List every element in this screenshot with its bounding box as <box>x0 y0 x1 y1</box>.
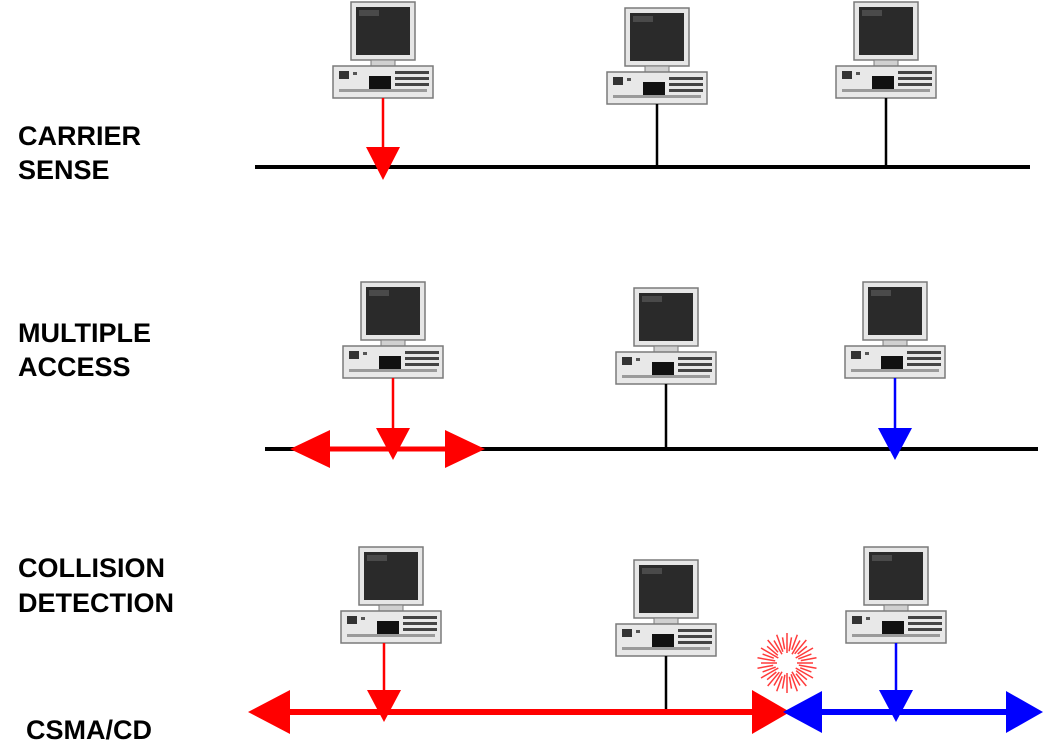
collision-burst-icon <box>757 633 817 693</box>
blue-arrowhead <box>878 428 912 460</box>
burst-ray <box>794 639 807 655</box>
burst-ray <box>795 647 814 659</box>
burst-ray <box>762 666 776 673</box>
burst-ray <box>773 671 783 686</box>
label-carrier: CARRIER <box>18 121 142 151</box>
transmit-arrowhead <box>376 428 410 460</box>
burst-ray <box>798 664 817 669</box>
burst-ray <box>766 671 777 681</box>
burst-ray <box>781 637 786 650</box>
burst-ray <box>766 645 779 656</box>
label-collision: COLLISION <box>18 553 165 583</box>
red-drop-arrowhead <box>367 690 401 722</box>
burst-ray <box>767 639 779 653</box>
burst-ray <box>791 634 799 651</box>
burst-ray <box>797 645 808 655</box>
computer-icon <box>615 287 717 385</box>
red-arrowhead-right <box>752 690 790 734</box>
label-access: ACCESS <box>18 352 131 382</box>
label-csma-cd: CSMA/CD <box>26 715 152 745</box>
burst-ray <box>788 637 793 652</box>
burst-ray <box>767 671 780 687</box>
signal-arrowhead-right <box>445 430 485 468</box>
blue-arrowhead-right <box>1006 691 1043 733</box>
burst-ray <box>800 657 817 662</box>
burst-ray <box>788 676 793 689</box>
burst-ray <box>775 634 784 652</box>
burst-ray <box>760 647 779 659</box>
blue-drop-arrowhead <box>879 690 913 722</box>
burst-ray <box>757 664 774 669</box>
computer-icon <box>342 281 444 379</box>
red-arrowhead-left <box>248 690 290 734</box>
burst-ray <box>795 667 814 679</box>
computer-icon <box>606 7 708 105</box>
sense-arrowhead <box>366 147 400 180</box>
signal-arrowhead-left <box>290 430 330 468</box>
label-sense: SENSE <box>18 155 110 185</box>
burst-ray <box>799 667 812 673</box>
burst-ray <box>775 675 783 692</box>
burst-ray <box>781 674 786 689</box>
burst-ray <box>791 640 801 655</box>
computer-icon <box>332 1 434 99</box>
burst-ray <box>790 674 799 692</box>
burst-ray <box>760 667 779 679</box>
burst-ray <box>798 653 812 660</box>
computer-icon <box>835 1 937 99</box>
computer-icon <box>844 281 946 379</box>
blue-arrowhead-left <box>783 691 822 733</box>
computer-icon <box>615 559 717 657</box>
computer-icon <box>845 546 947 644</box>
label-multiple: MULTIPLE <box>18 318 151 348</box>
burst-ray <box>757 657 776 662</box>
burst-ray <box>773 640 783 655</box>
label-detection: DETECTION <box>18 588 175 618</box>
burst-ray <box>762 653 775 659</box>
burst-ray <box>795 670 808 681</box>
burst-ray <box>791 671 801 686</box>
computer-icon <box>340 546 442 644</box>
burst-ray <box>795 673 807 687</box>
